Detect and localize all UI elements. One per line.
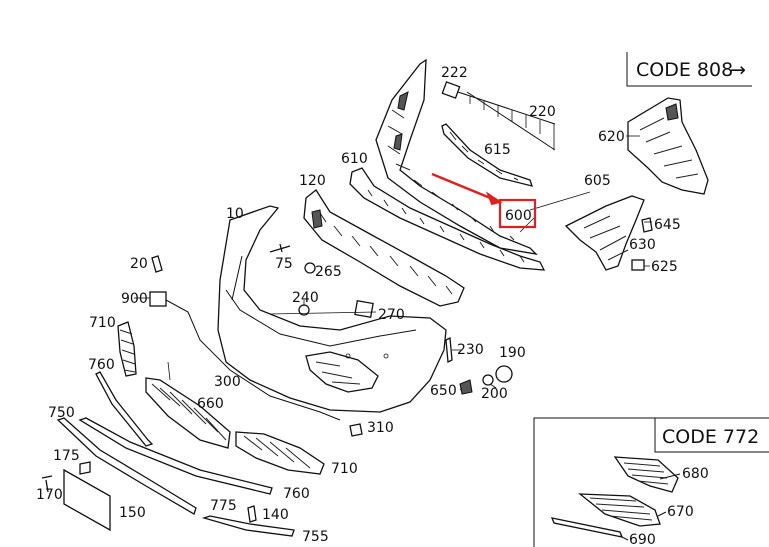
callout-680: 680 xyxy=(682,466,709,482)
callout-labels: 222 220 615 610 120 605 600 620 645 630 … xyxy=(36,65,709,547)
part-20-clip xyxy=(151,255,163,273)
callout-900: 900 xyxy=(121,291,148,307)
callout-230: 230 xyxy=(457,342,484,358)
callout-75: 75 xyxy=(275,256,293,272)
callout-300: 300 xyxy=(214,374,241,390)
part-150-plate xyxy=(63,468,111,532)
callout-150: 150 xyxy=(119,505,146,521)
callout-310: 310 xyxy=(367,420,394,436)
callout-645: 645 xyxy=(654,217,681,233)
part-680-grille xyxy=(613,456,679,493)
part-120-beam xyxy=(303,189,465,307)
callout-605: 605 xyxy=(584,173,611,189)
callout-190: 190 xyxy=(499,345,526,361)
callout-670: 670 xyxy=(667,504,694,520)
part-610-reinforcement xyxy=(375,58,538,255)
callout-755: 755 xyxy=(302,529,329,545)
part-175-clip xyxy=(79,461,91,475)
part-650-bracket xyxy=(459,379,473,395)
part-670-grille xyxy=(578,493,661,527)
callout-750: 750 xyxy=(48,405,75,421)
part-190-sensor xyxy=(495,365,513,383)
callout-615: 615 xyxy=(484,142,511,158)
part-710-upper-grille xyxy=(117,321,137,377)
callout-265: 265 xyxy=(315,264,342,280)
callout-240: 240 xyxy=(292,290,319,306)
part-760-lower-strip xyxy=(78,417,273,495)
highlight-box-600 xyxy=(498,198,537,229)
part-660-grille xyxy=(145,377,231,449)
callout-710-upper: 710 xyxy=(89,315,116,331)
code-808-label: CODE 808 xyxy=(636,59,733,81)
part-265-nut xyxy=(304,262,316,274)
callout-610: 610 xyxy=(341,151,368,167)
part-230-screw xyxy=(445,336,453,364)
part-10-bumper-cover xyxy=(217,205,447,413)
callout-625: 625 xyxy=(651,259,678,275)
part-755-strip xyxy=(201,515,295,537)
part-310-clip xyxy=(349,423,363,437)
callout-175: 175 xyxy=(53,448,80,464)
callout-20: 20 xyxy=(130,256,148,272)
callout-760-lower: 760 xyxy=(283,486,310,502)
part-200-ring xyxy=(482,374,494,386)
part-645-clip xyxy=(641,217,653,233)
code-808-box: CODE 808 → xyxy=(626,52,752,87)
highlight-600 xyxy=(431,172,537,229)
callout-650: 650 xyxy=(430,383,457,399)
callout-775: 775 xyxy=(210,498,237,514)
code-808-arrow-icon: → xyxy=(730,59,746,81)
part-620-bracket xyxy=(627,97,709,195)
part-75-screw xyxy=(269,243,291,253)
callout-620: 620 xyxy=(598,129,625,145)
callout-120: 120 xyxy=(299,173,326,189)
callout-270: 270 xyxy=(378,307,405,323)
part-270-block xyxy=(354,299,374,319)
callout-220: 220 xyxy=(529,104,556,120)
callout-760-upper: 760 xyxy=(88,357,115,373)
part-170-screw xyxy=(41,475,53,493)
callout-630: 630 xyxy=(629,237,656,253)
leader-lines xyxy=(134,135,652,391)
callout-660: 660 xyxy=(197,396,224,412)
part-625-clip xyxy=(631,259,645,271)
code-772-label: CODE 772 xyxy=(662,426,759,448)
part-600-beam xyxy=(349,167,546,271)
code-772-inset: CODE 772 xyxy=(533,417,769,547)
part-630-bracket xyxy=(564,195,645,271)
part-690-strip xyxy=(550,517,624,538)
callout-222: 222 xyxy=(441,65,468,81)
part-710-lower-grille xyxy=(235,431,325,475)
callout-200: 200 xyxy=(481,386,508,402)
part-750-strip xyxy=(56,417,197,515)
part-140-pin xyxy=(247,505,257,523)
part-760-upper-strip xyxy=(95,371,154,447)
callout-140: 140 xyxy=(262,507,289,523)
part-615-strip xyxy=(441,123,533,187)
callout-600: 600 xyxy=(505,208,532,224)
part-900-sensor xyxy=(149,291,167,307)
callout-690: 690 xyxy=(629,532,656,547)
part-220-bracket xyxy=(441,81,556,151)
callout-170: 170 xyxy=(36,487,63,503)
callout-10: 10 xyxy=(226,206,244,222)
callout-710-lower: 710 xyxy=(331,461,358,477)
part-300-cable xyxy=(165,299,341,421)
